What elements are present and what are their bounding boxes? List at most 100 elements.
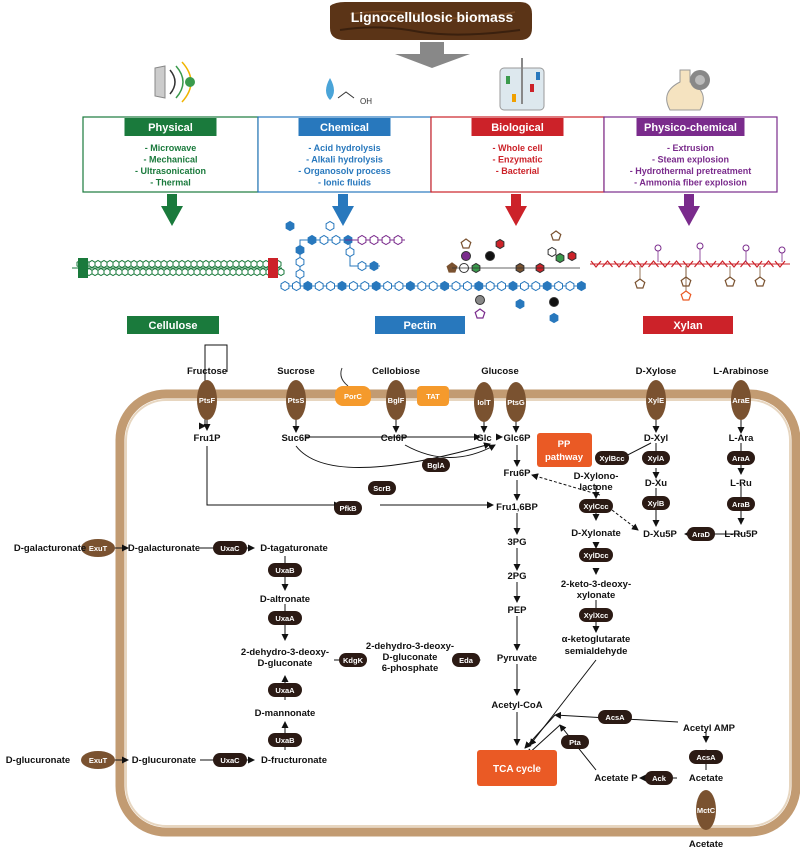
metabolite-label: L-Arabinose — [713, 366, 768, 377]
pretreatment-item: - Thermal — [150, 178, 191, 188]
pretreatment-item: - Whole cell — [492, 143, 542, 153]
metabolite-label: 2-dehydro-3-deoxy- — [241, 647, 329, 658]
svg-text:XylA: XylA — [648, 454, 665, 463]
funnel-arrow-icon — [395, 42, 470, 68]
svg-text:IolT: IolT — [477, 398, 491, 407]
metabolite-label: D-glucuronate — [132, 755, 196, 766]
metabolite-label: D-fructuronate — [261, 755, 327, 766]
pectin-label: Pectin — [375, 316, 465, 334]
metabolite-label: Fru1P — [194, 433, 222, 444]
down-arrow-icon — [161, 194, 183, 226]
chemical-icon-label: OH — [360, 97, 372, 106]
metabolite-label: Fructose — [187, 366, 227, 377]
tat-protein: TAT — [417, 386, 449, 406]
metabolite-label: D-gluconate — [258, 658, 313, 669]
metabolite-label: α-ketoglutarate — [562, 634, 631, 645]
svg-text:Ack: Ack — [652, 774, 667, 783]
svg-text:PfkB: PfkB — [339, 504, 357, 513]
enzyme-kdgk: KdgK — [339, 653, 367, 667]
xylan-structure — [590, 242, 790, 301]
bioreactor-icon — [499, 58, 545, 111]
metabolite-label: Pyruvate — [497, 653, 537, 664]
metabolite-label: L-Ru5P — [724, 529, 758, 540]
metabolite-label: PEP — [507, 605, 527, 616]
cellulose-label: Cellulose — [127, 316, 219, 334]
svg-text:BglA: BglA — [427, 461, 445, 470]
tca-cycle-box: TCA cycle — [477, 750, 557, 786]
pretreatment-box-2: Biological- Whole cell- Enzymatic- Bacte… — [430, 116, 605, 193]
svg-text:MctC: MctC — [697, 806, 716, 815]
metabolite-label: L-Ru — [730, 478, 752, 489]
pretreatment-item: - Microwave — [145, 143, 197, 153]
svg-text:AraD: AraD — [692, 530, 711, 539]
metabolite-label: D-gluconate — [383, 652, 438, 663]
metabolite-label: Fru1,6BP — [496, 502, 538, 513]
metabolite-label: Fru6P — [504, 468, 532, 479]
enzyme-xyla: XylA — [642, 451, 670, 465]
transporter-mctc: MctC — [696, 790, 716, 830]
pretreatment-box-3: Physico-chemical - Extrusion - Steam explo… — [603, 116, 778, 193]
metabolite-label: Acetyl AMP — [683, 723, 736, 734]
enzyme-arad: AraD — [687, 527, 715, 541]
metabolite-label: Glucose — [481, 366, 519, 377]
metabolite-label: 6-phosphate — [382, 663, 438, 674]
svg-text:pathway: pathway — [545, 452, 584, 463]
enzyme-uxaa2: UxaA — [268, 683, 302, 697]
pretreatment-item: - Steam explosion — [652, 155, 729, 165]
enzyme-pta: Pta — [561, 735, 589, 749]
biomass-log: Lignocellulosic biomass — [330, 2, 532, 40]
enzyme-arab: AraB — [727, 497, 755, 511]
enzyme-uxab2: UxaB — [268, 733, 302, 747]
transporter-ptsg: PtsG — [506, 382, 526, 422]
svg-text:PorC: PorC — [344, 392, 363, 401]
pectin-structure — [280, 220, 586, 324]
pretreatment-title: Biological — [491, 122, 544, 134]
transporter-iolt: IolT — [474, 382, 494, 422]
svg-text:KdgK: KdgK — [343, 656, 364, 665]
pretreatment-title: Physico-chemical — [644, 122, 737, 134]
svg-text:XylBcc: XylBcc — [599, 454, 624, 463]
svg-text:UxaA: UxaA — [275, 686, 295, 695]
water-drop-icon: OH — [326, 78, 372, 106]
pretreatment-item: - Ionic fluids — [318, 178, 371, 188]
metabolite-label: Acetate — [689, 773, 723, 784]
svg-text:ScrB: ScrB — [373, 484, 391, 493]
metabolite-label: D-mannonate — [255, 708, 316, 719]
svg-text:PP: PP — [558, 439, 571, 450]
enzyme-ack: Ack — [645, 771, 673, 785]
enzyme-uxaa1: UxaA — [268, 611, 302, 625]
metabolite-label: 2-dehydro-3-deoxy- — [366, 641, 454, 652]
svg-text:UxaB: UxaB — [275, 566, 295, 575]
svg-text:UxaB: UxaB — [275, 736, 295, 745]
cell-membrane — [115, 389, 800, 837]
enzyme-xylb: XylB — [642, 496, 670, 510]
enzyme-xylccc: XylCcc — [579, 499, 613, 513]
metabolite-label: D-Xylono- — [574, 471, 619, 482]
enzyme-scrb: ScrB — [368, 481, 396, 495]
enzyme-uxac1: UxaC — [213, 541, 247, 555]
metabolite-label: Acetyl-CoA — [491, 700, 542, 711]
metabolite-label: Suc6P — [281, 433, 311, 444]
pretreatment-item: - Acid hydrolysis — [308, 143, 380, 153]
metabolite-label: D-galacturonate — [14, 543, 86, 554]
svg-text:AraA: AraA — [732, 454, 751, 463]
svg-text:PtsG: PtsG — [507, 398, 525, 407]
enzyme-xyldcc: XylDcc — [579, 548, 613, 562]
metabolite-label: D-Xylose — [636, 366, 677, 377]
pp-pathway-box: PP pathway — [537, 433, 592, 467]
svg-text:XylE: XylE — [648, 396, 664, 405]
metabolite-label: lactone — [579, 482, 612, 493]
pretreatment-item: - Extrusion — [667, 143, 714, 153]
pretreatment-item: - Hydrothermal pretreatment — [630, 166, 752, 176]
transporter-ptss: PtsS — [286, 380, 306, 420]
pretreatment-item: - Mechanical — [143, 155, 197, 165]
metabolite-label: D-Xu — [645, 478, 667, 489]
metabolite-label: D-Xyl — [644, 433, 668, 444]
svg-text:Pectin: Pectin — [403, 320, 436, 332]
enzyme-bgla: BglA — [422, 458, 450, 472]
metabolite-label: 2PG — [507, 571, 526, 582]
enzyme-xylbcc: XylBcc — [595, 451, 629, 465]
enzyme-xylxcc: XylXcc — [579, 608, 613, 622]
